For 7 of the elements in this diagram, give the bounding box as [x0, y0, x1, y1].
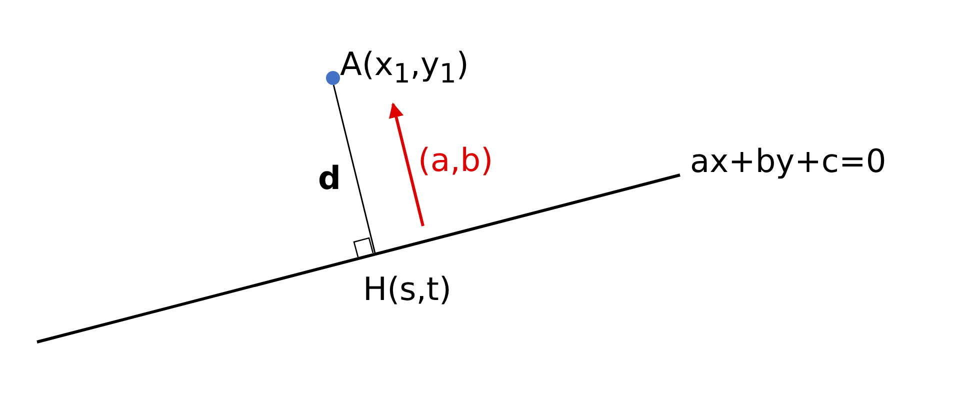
vector-label: (a,b)	[418, 144, 494, 176]
perpendicular-segment	[332, 84, 376, 254]
point-label: H(s,t)	[363, 273, 452, 305]
point-label: A(x$_{1}$,y$_{1}$)	[340, 48, 469, 88]
edge-label: d	[318, 162, 341, 194]
point-marker	[326, 71, 340, 85]
equation-label: ax+by+c=0	[690, 145, 886, 177]
